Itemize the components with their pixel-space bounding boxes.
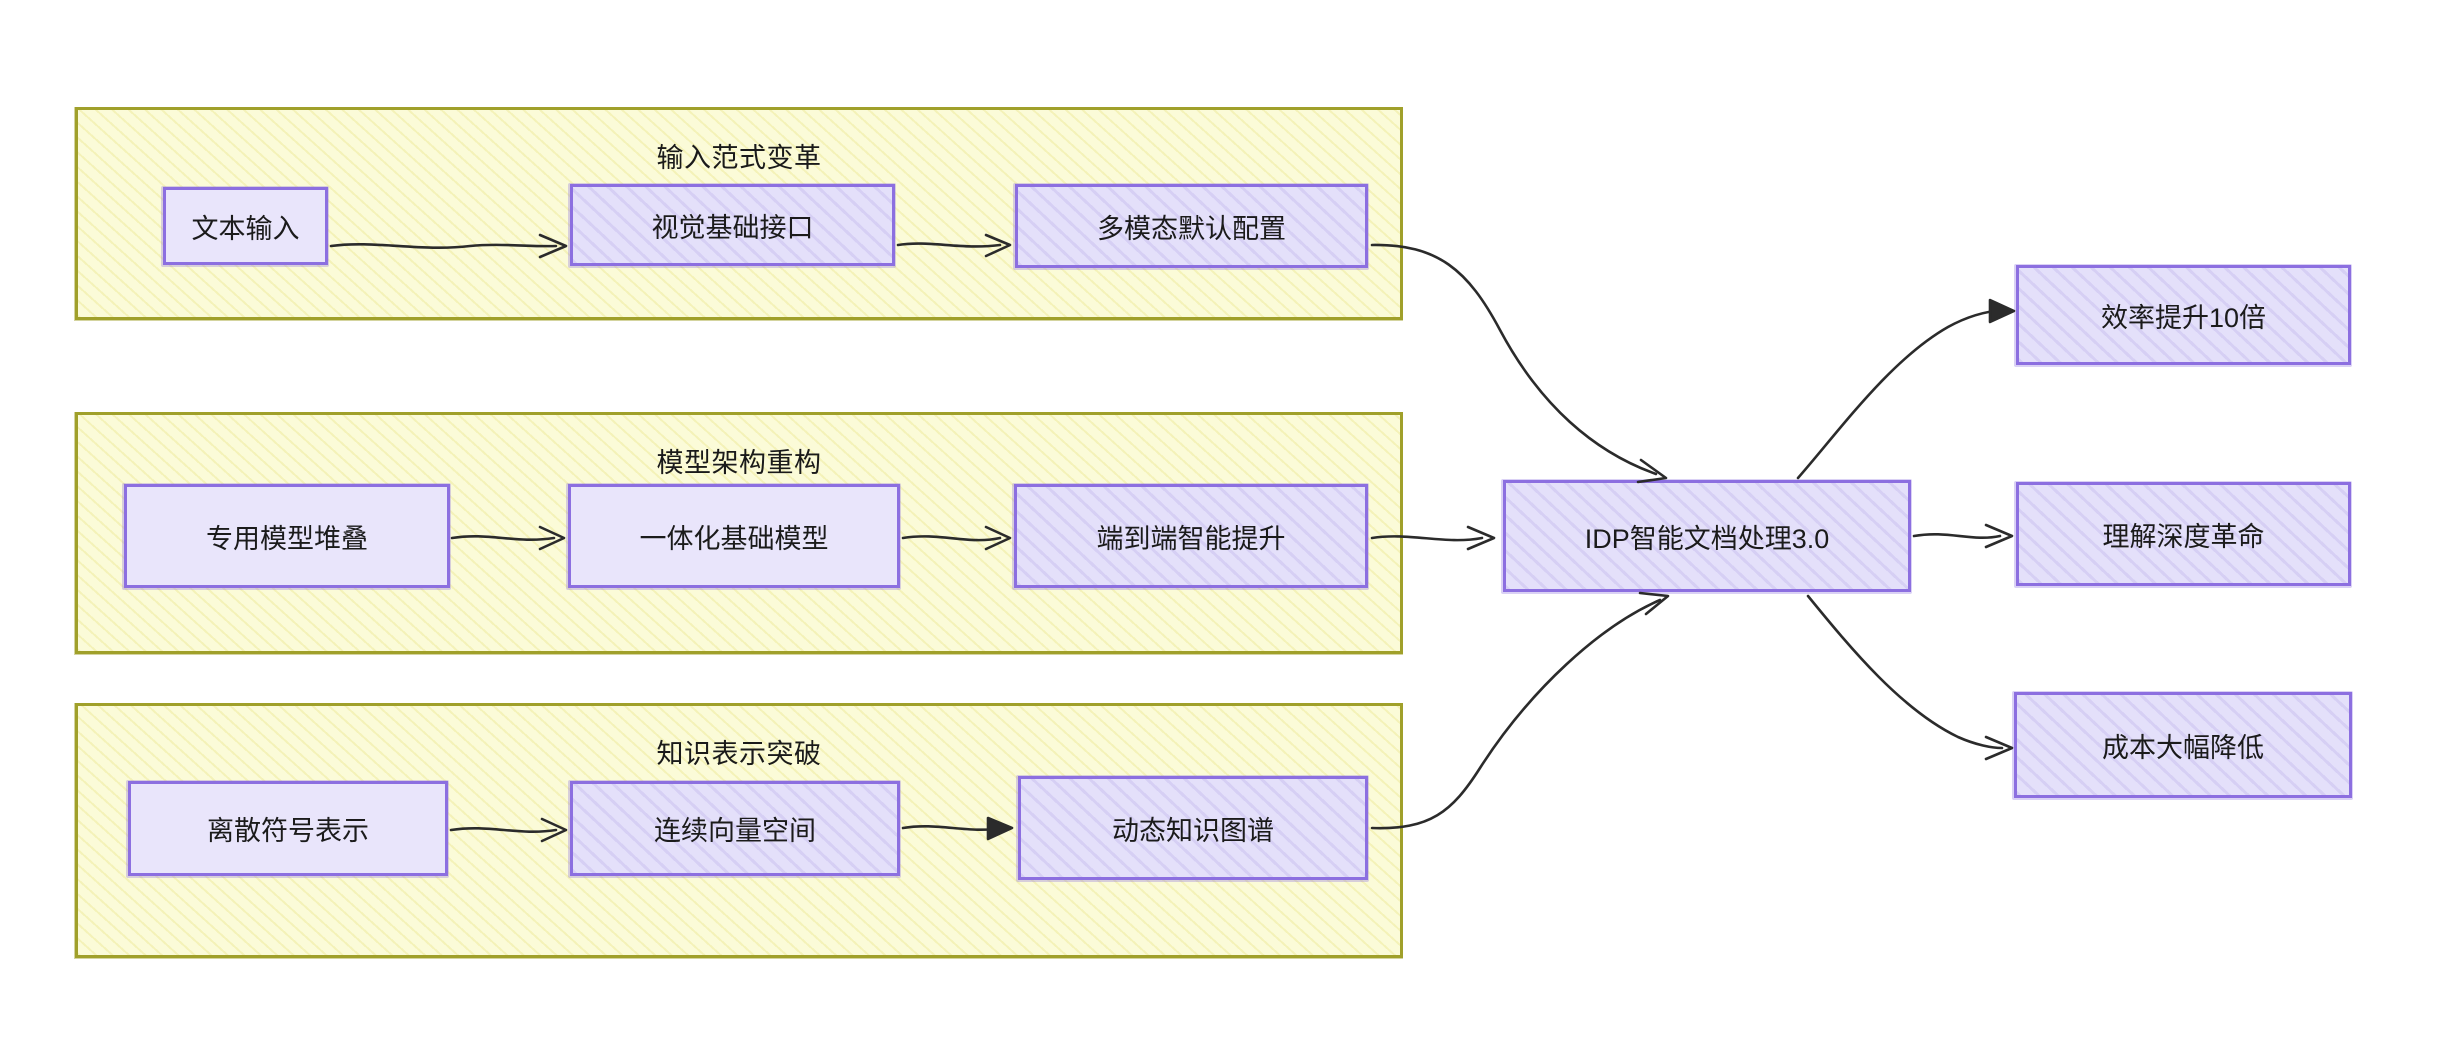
subgraph-title-model-architecture: 模型架构重构 <box>656 448 822 478</box>
node-label: 一体化基础模型 <box>639 523 829 554</box>
edge-idp-to-cost-reduction <box>1806 594 2014 761</box>
edge-knowledge-graph-to-idp <box>1370 591 1670 830</box>
node-label: IDP智能文档处理3.0 <box>1584 523 1830 554</box>
node-label: 专用模型堆叠 <box>206 523 368 554</box>
subgraph-title-knowledge-representation: 知识表示突破 <box>656 739 822 769</box>
node-label: 理解深度革命 <box>2102 521 2265 552</box>
node-discrete-symbolic[interactable]: 离散符号表示 <box>126 780 449 878</box>
node-label: 视觉基础接口 <box>651 212 814 243</box>
edge-idp-to-efficiency <box>1796 298 2016 480</box>
node-vision-api[interactable]: 视觉基础接口 <box>568 183 896 268</box>
node-multimodal-default[interactable]: 多模态默认配置 <box>1013 183 1369 270</box>
subgraph-title-input-paradigm: 输入范式变革 <box>656 143 822 173</box>
node-text-input[interactable]: 文本输入 <box>161 186 329 267</box>
node-label: 离散符号表示 <box>207 816 369 846</box>
node-outcome-cost-reduction[interactable]: 成本大幅降低 <box>2012 691 2353 800</box>
node-label: 多模态默认配置 <box>1097 213 1286 244</box>
node-specialized-model-stack[interactable]: 专用模型堆叠 <box>122 483 451 590</box>
node-label: 文本输入 <box>191 213 300 244</box>
node-idp-core[interactable]: IDP智能文档处理3.0 <box>1501 479 1912 594</box>
node-continuous-vector-space[interactable]: 连续向量空间 <box>568 780 901 878</box>
node-unified-foundation-model[interactable]: 一体化基础模型 <box>566 483 901 590</box>
node-label: 连续向量空间 <box>654 816 816 846</box>
node-outcome-understanding-depth[interactable]: 理解深度革命 <box>2014 481 2352 588</box>
node-dynamic-knowledge-graph[interactable]: 动态知识图谱 <box>1016 775 1369 882</box>
edge-multimodal-to-idp <box>1370 243 1668 484</box>
node-label: 成本大幅降低 <box>2102 732 2264 763</box>
node-end-to-end-intelligence[interactable]: 端到端智能提升 <box>1012 483 1369 590</box>
node-label: 端到端智能提升 <box>1096 523 1286 554</box>
edge-idp-to-understanding-depth <box>1912 523 2014 549</box>
node-label: 效率提升10倍 <box>2100 302 2267 333</box>
node-label: 动态知识图谱 <box>1112 815 1274 846</box>
node-outcome-efficiency[interactable]: 效率提升10倍 <box>2014 264 2352 367</box>
